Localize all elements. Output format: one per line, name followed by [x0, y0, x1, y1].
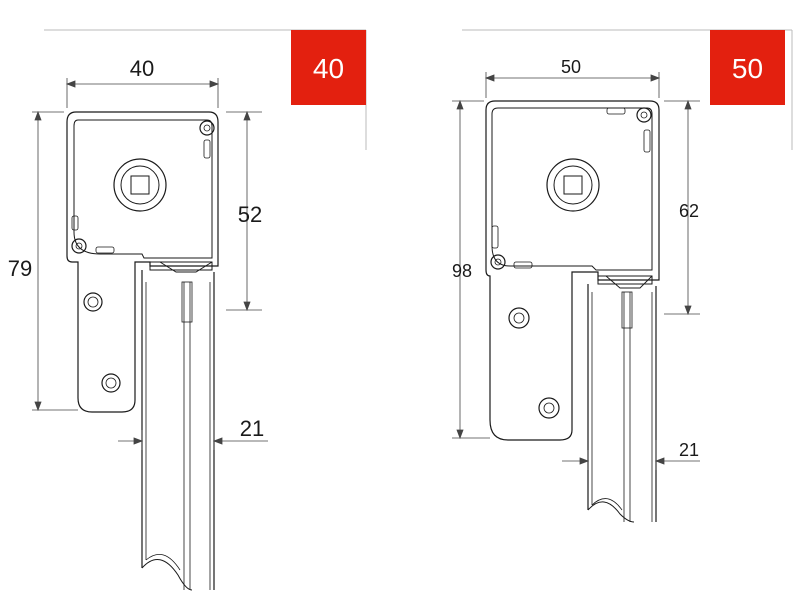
- profile-40-dimensions: [32, 78, 268, 450]
- profile-50-box-height-label: 62: [679, 201, 699, 221]
- profile-50-slat-width-label: 21: [679, 440, 699, 460]
- profile-40-box-height-label: 52: [238, 202, 262, 227]
- profile-40-total-height-label: 79: [8, 256, 32, 281]
- profile-50-dimensions: [452, 72, 700, 470]
- badge-40-label: 40: [313, 53, 344, 84]
- frame-lines: [44, 29, 793, 150]
- profile-40-slat-width-label: 21: [240, 416, 264, 441]
- profile-50-total-height-label: 98: [452, 261, 472, 281]
- badge-50: 50: [710, 30, 785, 105]
- profile-40-width-label: 40: [130, 56, 154, 81]
- profile-50-drawing: [485, 100, 660, 523]
- badge-40: 40: [291, 30, 366, 105]
- badge-50-label: 50: [732, 53, 763, 84]
- profile-40-drawing: [66, 111, 219, 591]
- profile-50-width-label: 50: [561, 57, 581, 77]
